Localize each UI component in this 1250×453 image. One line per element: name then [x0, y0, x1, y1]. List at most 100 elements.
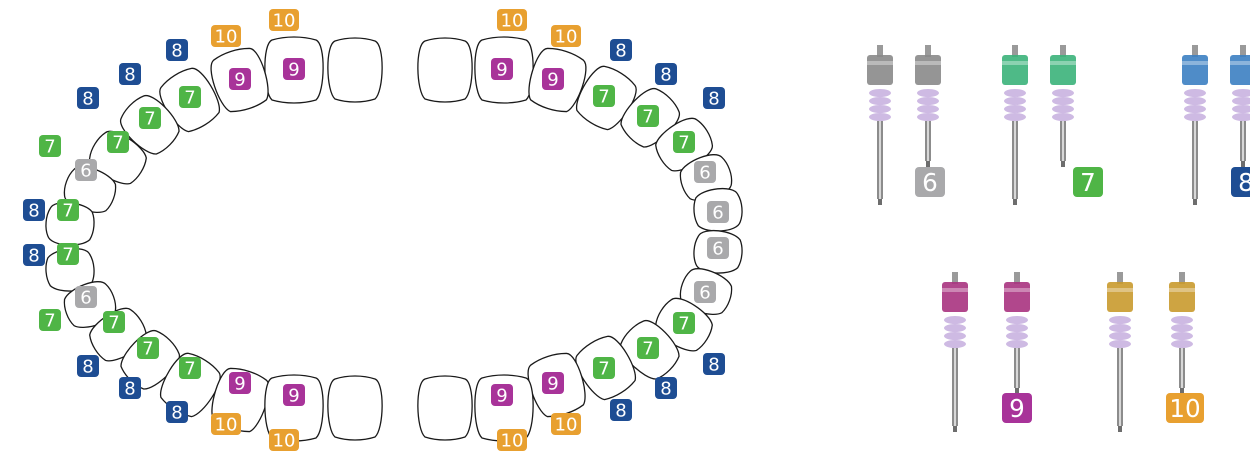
side-badge: 7 [39, 309, 61, 332]
tooth-badge: 7 [107, 131, 129, 154]
badge-label: 6 [712, 203, 723, 224]
product-drivers: 6 7 8 9 10 [867, 45, 1250, 432]
side-badge: 8 [703, 353, 725, 376]
badge-label: 6 [699, 283, 710, 304]
badge-label: 8 [82, 357, 93, 378]
badge-label: 7 [44, 137, 55, 158]
side-badge: 8 [610, 39, 632, 62]
badge-label: 6 [922, 168, 938, 197]
badge-label: 7 [112, 133, 123, 154]
badge-label: 10 [555, 415, 578, 436]
driver-short [1004, 272, 1030, 394]
badge-label: 8 [28, 246, 39, 267]
badge-label: 7 [184, 359, 195, 380]
tooth-badge: 9 [542, 372, 564, 395]
tooth-badge: 7 [637, 337, 659, 360]
driver-long [1002, 45, 1028, 205]
badge-label: 7 [62, 201, 73, 222]
badge-label: 10 [273, 11, 296, 32]
driver-short [1230, 45, 1250, 167]
badge-label: 8 [171, 403, 182, 424]
tooth-badge: 9 [283, 58, 305, 81]
side-badge: 8 [610, 399, 632, 422]
badge-label: 7 [1080, 168, 1096, 197]
badge-label: 8 [1238, 168, 1250, 197]
badge-label: 10 [501, 431, 524, 452]
badge-label: 6 [712, 239, 723, 260]
tooth-badge: 9 [283, 384, 305, 407]
badge-label: 7 [144, 109, 155, 130]
driver-long [1182, 45, 1208, 205]
tooth-badge: 7 [593, 85, 615, 108]
badge-label: 8 [171, 41, 182, 62]
badge-label: 9 [496, 386, 507, 407]
tooth-badge: 6 [707, 201, 729, 224]
tooth-outline [328, 38, 382, 102]
tooth-badge: 7 [103, 311, 125, 334]
badge-label: 9 [234, 70, 245, 91]
badge-label: 7 [642, 107, 653, 128]
driver-short [1050, 45, 1076, 167]
side-badge: 8 [23, 244, 45, 267]
side-badge: 7 [39, 135, 61, 158]
side-badge: 8 [119, 377, 141, 400]
badge-label: 8 [28, 201, 39, 222]
badge-label: 7 [598, 359, 609, 380]
side-badge: 8 [77, 87, 99, 110]
tooth-badge: 7 [673, 312, 695, 335]
badge-label: 8 [708, 89, 719, 110]
tooth-badge: 9 [542, 68, 564, 91]
tooth-badge: 7 [137, 337, 159, 360]
side-badge: 8 [119, 63, 141, 86]
side-badge: 8 [23, 199, 45, 222]
tooth-badge: 9 [491, 384, 513, 407]
badge-label: 10 [215, 415, 238, 436]
badge-label: 8 [124, 65, 135, 86]
side-badge: 8 [703, 87, 725, 110]
side-badge: 10 [497, 9, 527, 32]
product-badge: 9 [1002, 393, 1032, 423]
side-badge: 8 [655, 63, 677, 86]
tooth-badge: 9 [229, 68, 251, 91]
side-badge: 8 [166, 401, 188, 424]
badge-label: 7 [62, 245, 73, 266]
side-badge: 10 [497, 429, 527, 452]
badge-label: 10 [501, 11, 524, 32]
badge-label: 8 [615, 41, 626, 62]
tooth-badge: 7 [57, 199, 79, 222]
badge-label: 8 [708, 355, 719, 376]
side-badge: 10 [551, 25, 581, 48]
badge-label: 8 [82, 89, 93, 110]
tooth-outline [418, 38, 472, 102]
badge-label: 7 [642, 339, 653, 360]
tooth-outline [418, 376, 472, 440]
badge-label: 9 [288, 386, 299, 407]
driver-long [867, 45, 893, 205]
badge-label: 10 [1169, 394, 1200, 423]
badge-label: 7 [598, 87, 609, 108]
tooth-badge: 6 [694, 281, 716, 304]
badge-label: 9 [547, 374, 558, 395]
badge-label: 7 [44, 311, 55, 332]
tooth-badge: 7 [179, 357, 201, 380]
badge-label: 7 [678, 314, 689, 335]
side-badge: 10 [211, 25, 241, 48]
badge-label: 9 [496, 60, 507, 81]
tooth-badge: 7 [673, 131, 695, 154]
side-badge: 8 [77, 355, 99, 378]
badge-label: 6 [80, 161, 91, 182]
badge-label: 8 [660, 379, 671, 400]
tooth-badge: 6 [75, 286, 97, 309]
tooth-badge: 9 [491, 58, 513, 81]
badge-label: 7 [678, 133, 689, 154]
tooth-badge: 7 [139, 107, 161, 130]
side-badge: 10 [211, 413, 241, 436]
tooth-badge: 7 [637, 105, 659, 128]
product-badge: 8 [1231, 167, 1250, 197]
side-badge: 8 [166, 39, 188, 62]
side-badge: 10 [269, 9, 299, 32]
badge-label: 9 [547, 70, 558, 91]
badge-label: 10 [215, 27, 238, 48]
badge-label: 8 [124, 379, 135, 400]
